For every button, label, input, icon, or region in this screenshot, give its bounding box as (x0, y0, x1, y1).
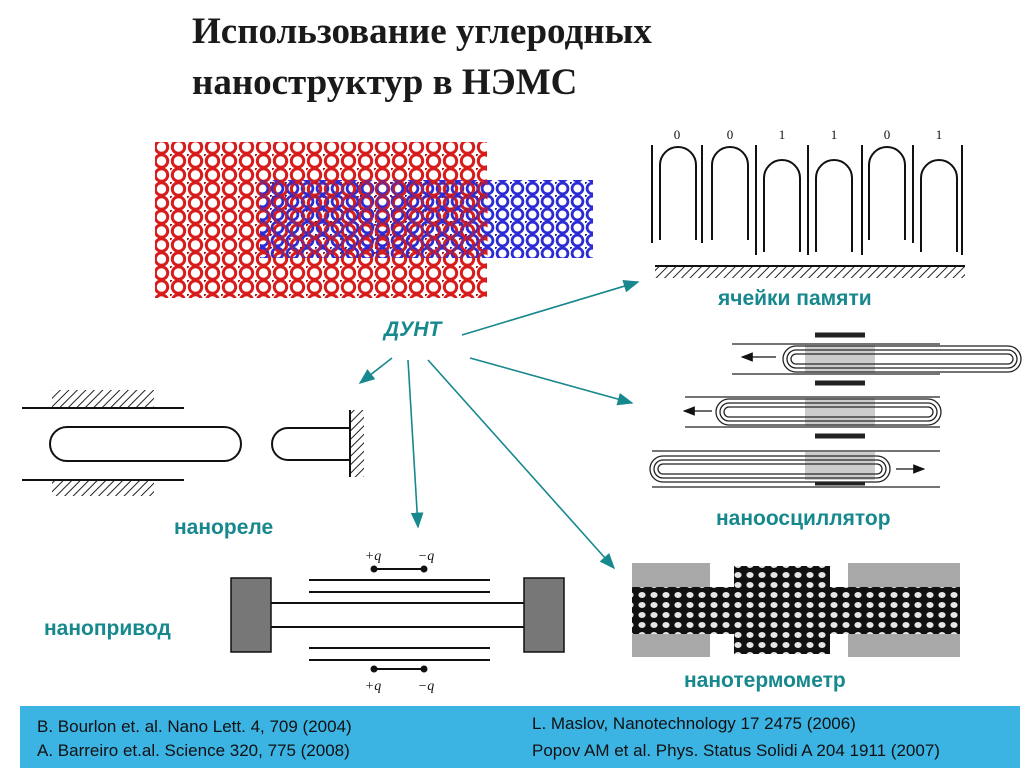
memory-bit-labels: 0 0 1 1 0 1 (674, 127, 943, 142)
actuator-left-block (230, 577, 272, 653)
reference-item: B. Bourlon et. al. Nano Lett. 4, 709 (20… (37, 717, 352, 736)
charge-label: −q (418, 549, 434, 564)
reference-item: Popov AM et al. Phys. Status Solidi A 20… (532, 741, 940, 760)
charge-label: +q (365, 549, 381, 564)
nanoactuator-label: нанопривод (44, 617, 171, 640)
nanothermometer-label: нанотермометр (684, 669, 846, 692)
dwcnt-illustration (155, 142, 593, 298)
nanooscillator-diagram (649, 332, 1022, 488)
nanooscillator-label: наноосциллятор (716, 507, 891, 530)
arrow-to-relay (358, 357, 393, 384)
reference-item: L. Maslov, Nanotechnology 17 2475 (2006) (532, 714, 856, 733)
memory-bit: 0 (674, 127, 681, 142)
nanorelay-label: нанореле (174, 516, 274, 539)
outer-nanotube-overlap (260, 180, 488, 258)
memory-substrate (655, 266, 965, 278)
title-line-2: наноструктур в НЭМС (192, 62, 578, 103)
title-line-1: Использование углеродных (192, 11, 652, 52)
thermometer-outer-shell (734, 566, 830, 654)
memory-cells-label: ячейки памяти (718, 287, 872, 310)
nanorelay-diagram (22, 390, 364, 496)
memory-bit: 0 (884, 127, 891, 142)
memory-bit: 1 (831, 127, 838, 142)
arrow-to-actuator (407, 359, 424, 529)
connection-arrows (358, 280, 640, 570)
references-footer: B. Bourlon et. al. Nano Lett. 4, 709 (20… (20, 706, 1020, 768)
memory-cells-diagram (651, 145, 965, 278)
charge-label: −q (418, 679, 434, 694)
arrow-to-thermometer (427, 359, 616, 570)
nanoactuator-diagram: +q −q +q −q (230, 549, 565, 694)
memory-bit: 1 (936, 127, 943, 142)
reference-item: A. Barreiro et.al. Science 320, 775 (200… (37, 741, 350, 760)
arrow-to-memory (461, 280, 640, 336)
memory-bit: 1 (779, 127, 786, 142)
arrow-to-oscillator (469, 357, 634, 406)
actuator-right-block (523, 577, 565, 653)
memory-bit: 0 (727, 127, 734, 142)
nanothermometer-diagram (632, 563, 960, 657)
charge-label: +q (365, 679, 381, 694)
slide-title: Использование углеродных наноструктур в … (192, 6, 912, 108)
dwcnt-label: ДУНТ (384, 318, 442, 341)
